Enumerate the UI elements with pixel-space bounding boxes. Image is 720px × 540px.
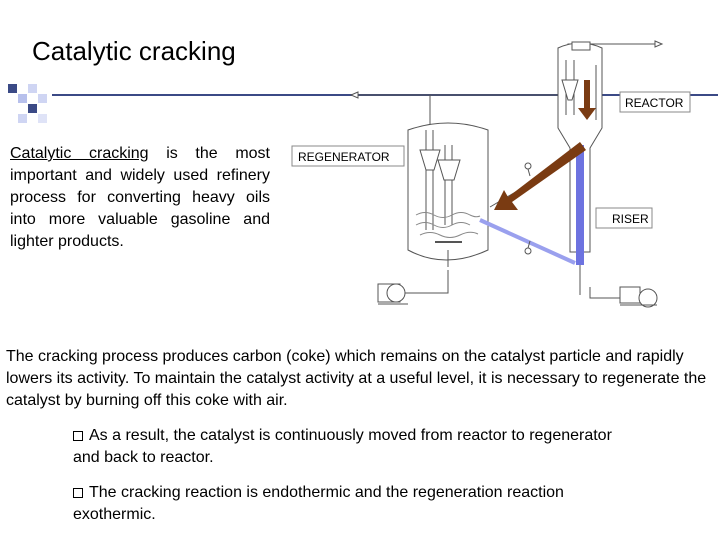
air-blower-left (377, 270, 449, 305)
fcc-process-diagram: REACTOR REGENERATOR RISER (291, 40, 691, 308)
regenerator-vessel (407, 122, 489, 267)
riser-label-box: RISER (595, 207, 653, 229)
slide-valve-lower (524, 240, 532, 255)
riser-label: RISER (612, 212, 649, 226)
slide-title: Catalytic cracking (32, 36, 236, 66)
regenerator-label: REGENERATOR (298, 150, 390, 164)
flow-arrow-diagonal (494, 142, 586, 210)
reactor-label: REACTOR (625, 96, 684, 110)
checkbox-bullet-icon (73, 431, 83, 441)
intro-paragraph: Catalytic cracking is the most important… (10, 143, 270, 253)
slide-valve-upper (524, 162, 532, 177)
reactor-label-box: REACTOR (619, 91, 691, 113)
flow-arrow-down (578, 80, 596, 120)
riser-pipe (576, 145, 584, 265)
bullet-text: The cracking reaction is endothermic and… (73, 484, 564, 523)
bullet-text: As a result, the catalyst is continuousl… (73, 427, 612, 466)
intro-term: Catalytic cracking (10, 145, 149, 162)
bullet-item: As a result, the catalyst is continuousl… (73, 425, 633, 469)
decorative-squares (8, 84, 88, 124)
air-blower-right (589, 286, 658, 308)
body-paragraph: The cracking process produces carbon (co… (6, 348, 707, 409)
bullet-item: The cracking reaction is endothermic and… (73, 482, 633, 526)
catalyst-transfer-line (479, 218, 576, 265)
intro-text: is the most important and widely used re… (10, 145, 270, 250)
checkbox-bullet-icon (73, 488, 83, 498)
regenerator-label-box: REGENERATOR (291, 145, 405, 167)
